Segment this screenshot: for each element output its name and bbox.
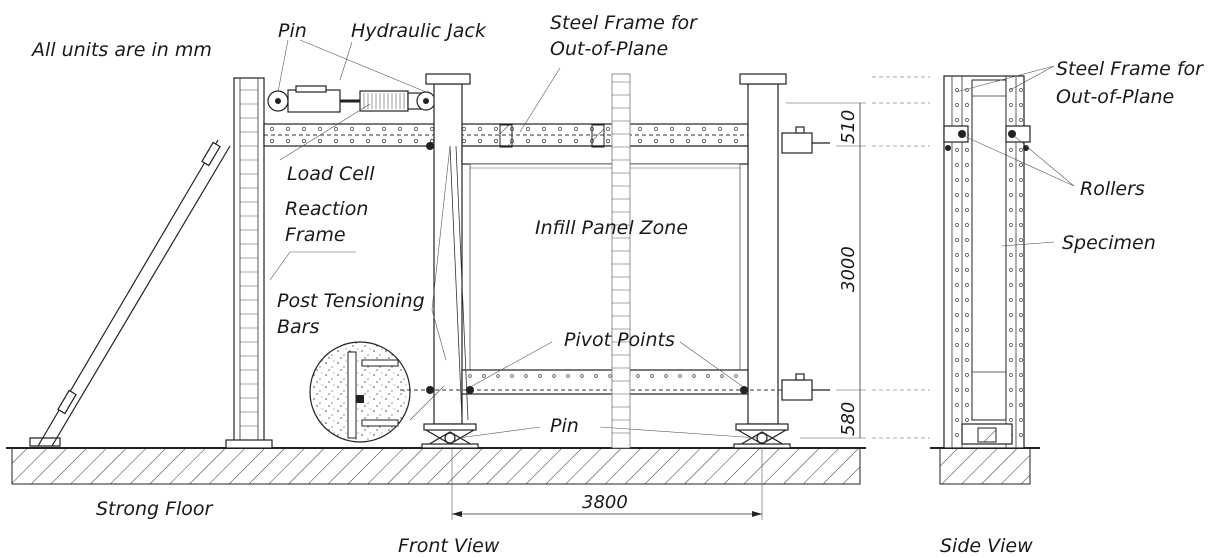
- inclined-brace: [29, 139, 231, 447]
- dim-bottom: 580: [838, 402, 859, 436]
- steel-frame-front-label-1: Steel Frame for: [550, 12, 698, 34]
- steel-frame-front-label-2: Out-of-Plane: [550, 38, 668, 60]
- pivot-points-label: Pivot Points: [564, 329, 675, 351]
- actuators: [781, 126, 830, 401]
- pin-top-label: Pin: [278, 20, 307, 42]
- units-note: All units are in mm: [30, 39, 212, 61]
- reaction-frame-label-1: Reaction: [285, 198, 368, 220]
- base-supports: [421, 423, 791, 449]
- steel-frame-side-label-1: Steel Frame for: [1056, 58, 1204, 80]
- out-of-plane-frame-front: [611, 73, 631, 449]
- pivot-detail-circle: [309, 341, 411, 443]
- reaction-frame: [225, 77, 273, 449]
- dimension-lines: [451, 76, 930, 520]
- strong-floor-label: Strong Floor: [96, 498, 214, 520]
- dim-width: 3800: [582, 492, 628, 513]
- strong-floor-side: [930, 447, 1040, 485]
- labels: All units are in mm Pin Hydraulic Jack S…: [30, 12, 1204, 557]
- specimen-label: Specimen: [1062, 232, 1156, 254]
- infill-panel-zone-label: Infill Panel Zone: [535, 217, 688, 239]
- load-cell-label: Load Cell: [287, 163, 375, 185]
- side-view: [943, 75, 1031, 449]
- hydraulic-jack-assembly: [267, 85, 436, 113]
- post-tensioning-label-1: Post Tensioning: [277, 290, 425, 312]
- steel-frame-side-label-2: Out-of-Plane: [1056, 86, 1174, 108]
- leader-lines: [269, 39, 1075, 439]
- post-tensioning-label-2: Bars: [277, 316, 319, 338]
- dim-top: 510: [838, 110, 859, 144]
- specimen-frame-front: [400, 73, 800, 425]
- pin-bottom-label: Pin: [550, 415, 579, 437]
- strong-floor-front: [6, 447, 866, 485]
- front-view-label: Front View: [398, 535, 500, 557]
- rollers-label: Rollers: [1080, 178, 1145, 200]
- hydraulic-jack-label: Hydraulic Jack: [351, 20, 487, 42]
- reaction-frame-label-2: Frame: [285, 224, 346, 246]
- dim-middle: 3000: [838, 246, 859, 292]
- side-view-label: Side View: [940, 535, 1033, 557]
